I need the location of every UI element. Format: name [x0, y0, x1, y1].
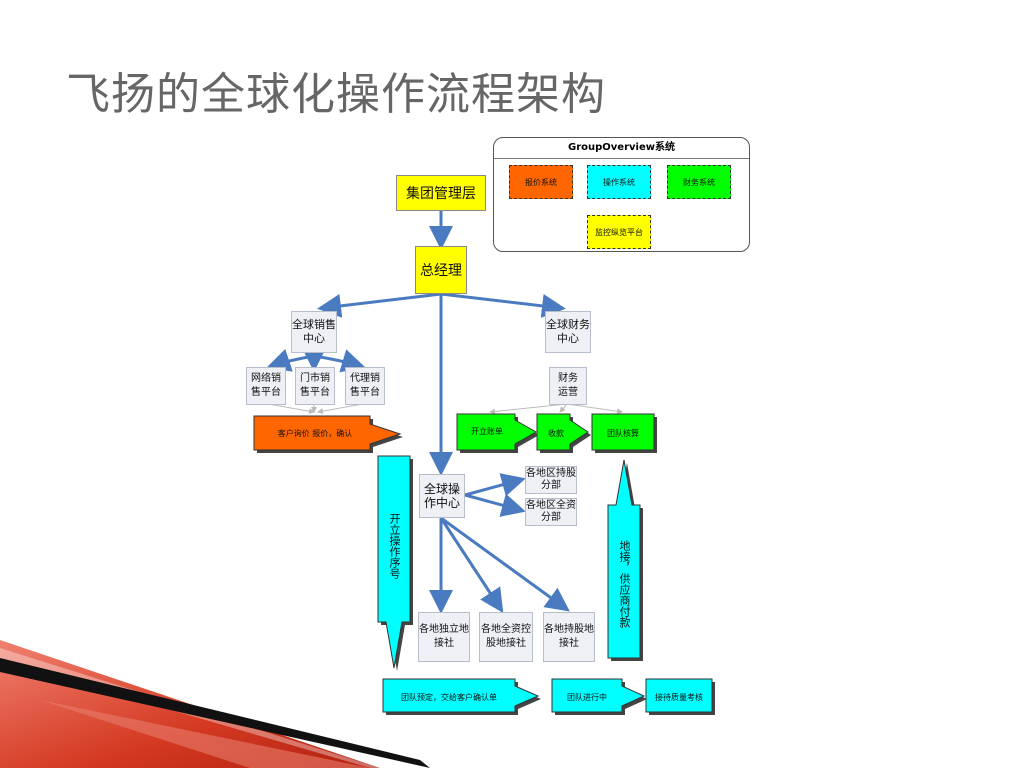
agent-sales-platform-box: 代理销售平台	[345, 367, 385, 405]
global-finance-center-box: 全球财务中心	[545, 311, 591, 353]
independent-dmc-box: 各地独立地接社	[418, 612, 470, 662]
customer-inquiry-label: 客户询价 报价，确认	[277, 428, 353, 438]
full-holding-dmc-box: 各地全资控股地接社	[479, 612, 533, 662]
group-management-box: 集团管理层	[396, 175, 486, 211]
global-ops-center-box: 全球操作中心	[419, 474, 465, 518]
ops-system-box: 操作系统	[587, 165, 651, 199]
quote-system-box: 报价系统	[509, 165, 573, 199]
open-ops-number-label: 开立操作序号	[388, 513, 401, 579]
finance-system-box: 财务系统	[667, 165, 731, 199]
regional-holding-branch-box: 各地区持股分部	[525, 466, 577, 494]
holding-dmc-box: 各地持股地接社	[543, 612, 595, 662]
online-sales-platform-box: 网络销售平台	[246, 367, 286, 405]
team-running-label: 团队进行中	[567, 692, 607, 702]
finance-operations-box: 财务运营	[549, 367, 587, 405]
overview-title: GroupOverview系统	[494, 138, 749, 159]
team-booking-label: 团队预定，交给客户确认单	[401, 692, 497, 702]
regional-full-branch-box: 各地区全资分部	[525, 498, 577, 526]
team-settlement-label: 团队核算	[607, 428, 639, 438]
quality-review-label: 接待质量考核	[655, 692, 703, 702]
page-title: 飞扬的全球化操作流程架构	[66, 69, 606, 120]
monitor-platform-box: 监控纵览平台	[587, 215, 651, 249]
collect-payment-label: 收款	[548, 428, 564, 438]
open-bill-label: 开立账单	[471, 426, 503, 436]
global-sales-center-box: 全球销售中心	[291, 311, 337, 353]
ground-supplier-payment-label: 地接，供应商付款	[618, 540, 631, 628]
general-manager-box: 总经理	[415, 246, 467, 294]
store-sales-platform-box: 门市销售平台	[295, 367, 335, 405]
